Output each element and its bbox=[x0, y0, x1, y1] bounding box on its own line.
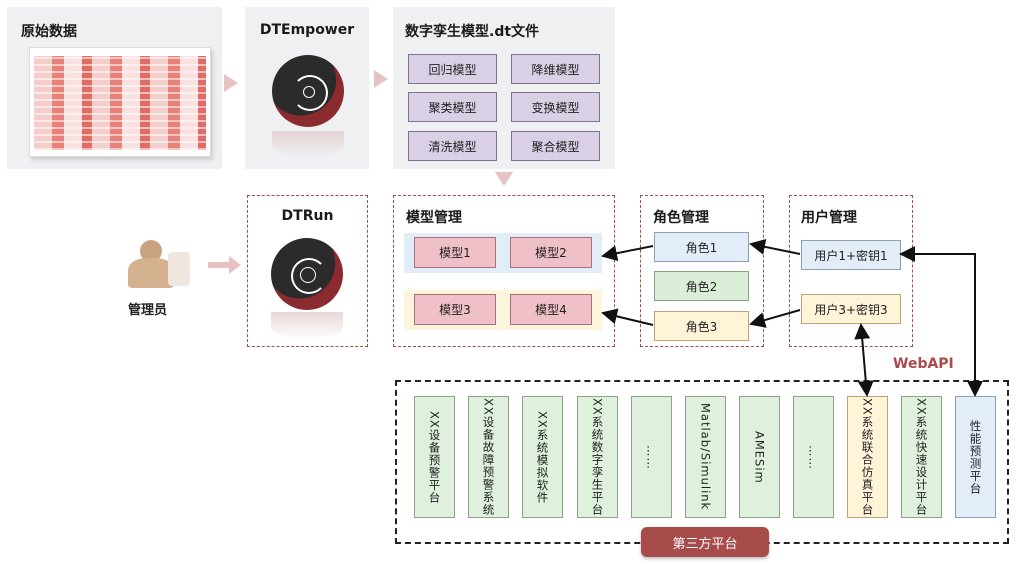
role-2: 角色2 bbox=[654, 271, 749, 301]
model-cleaning: 清洗模型 bbox=[408, 131, 497, 161]
user-3-key-3: 用户3+密钥3 bbox=[801, 294, 901, 324]
admin-figure bbox=[122, 240, 192, 290]
dtempower-logo-reflection bbox=[272, 131, 344, 157]
dtrun-title: DTRun bbox=[281, 208, 334, 224]
model-2: 模型2 bbox=[510, 237, 592, 268]
dt-files-title: 数字孪生模型.dt文件 bbox=[405, 24, 540, 40]
arrow-admin-to-dtrun bbox=[208, 262, 230, 268]
user-mgmt-panel: 用户管理 用户1+密钥1 用户3+密钥3 bbox=[789, 195, 913, 347]
role-1: 角色1 bbox=[654, 232, 749, 262]
webapi-label: WebAPI bbox=[893, 356, 954, 372]
platform-ellipsis-1: …… bbox=[631, 396, 672, 518]
role-mgmt-panel: 角色管理 角色1 角色2 角色3 bbox=[640, 195, 764, 347]
platform-amesim: AMESim bbox=[739, 396, 780, 518]
arrow-raw-to-dtempower bbox=[224, 74, 238, 92]
raw-data-title: 原始数据 bbox=[21, 24, 77, 40]
platform-matlab-simulink: Matlab/Simulink bbox=[685, 396, 726, 518]
dt-files-panel: 数字孪生模型.dt文件 回归模型 降维模型 聚类模型 变换模型 清洗模型 聚合模… bbox=[393, 7, 615, 169]
model-dimension-reduction: 降维模型 bbox=[511, 54, 600, 84]
model-1: 模型1 bbox=[414, 237, 496, 268]
model-group-2: 模型3 模型4 bbox=[404, 290, 602, 330]
role-3: 角色3 bbox=[654, 311, 749, 341]
dtrun-logo bbox=[271, 238, 343, 310]
model-aggregation: 聚合模型 bbox=[511, 131, 600, 161]
user-mgmt-title: 用户管理 bbox=[801, 210, 857, 226]
platform-device-fault-warning: XX设备故障预警系统 bbox=[468, 396, 509, 518]
platform-joint-simulation: XX系统联合仿真平台 bbox=[847, 396, 888, 518]
platform-device-warning: XX设备预警平台 bbox=[414, 396, 455, 518]
arrow-dtempower-to-dtfiles bbox=[374, 70, 388, 88]
model-3: 模型3 bbox=[414, 294, 496, 325]
platform-performance-prediction: 性能预测平台 bbox=[955, 396, 996, 518]
arrow-admin-to-dtrun-head bbox=[229, 256, 241, 274]
dtrun-panel: DTRun bbox=[247, 195, 368, 347]
model-4: 模型4 bbox=[510, 294, 592, 325]
admin-label: 管理员 bbox=[128, 303, 168, 318]
user-1-key-1: 用户1+密钥1 bbox=[801, 240, 901, 270]
raw-data-panel: 原始数据 bbox=[7, 7, 222, 169]
raw-data-table-image bbox=[29, 47, 211, 157]
model-clustering: 聚类模型 bbox=[408, 92, 497, 122]
platform-system-digital-twin: XX系统数字孪生平台 bbox=[577, 396, 618, 518]
dtempower-logo bbox=[272, 55, 344, 127]
role-mgmt-title: 角色管理 bbox=[653, 210, 709, 226]
dtrun-logo-reflection bbox=[271, 312, 343, 340]
platform-system-simulation: XX系统模拟软件 bbox=[522, 396, 563, 518]
model-group-1: 模型1 模型2 bbox=[404, 233, 602, 273]
arrow-dtfiles-to-model-mgmt bbox=[495, 172, 513, 186]
model-transform: 变换模型 bbox=[511, 92, 600, 122]
third-party-label: 第三方平台 bbox=[641, 527, 769, 557]
platform-rapid-design: XX系统快速设计平台 bbox=[901, 396, 942, 518]
dtempower-panel: DTEmpower bbox=[245, 7, 369, 169]
model-mgmt-title: 模型管理 bbox=[406, 210, 462, 226]
dtempower-title: DTEmpower bbox=[259, 22, 355, 38]
model-mgmt-panel: 模型管理 模型1 模型2 模型3 模型4 bbox=[393, 195, 615, 347]
model-regression: 回归模型 bbox=[408, 54, 497, 84]
platform-ellipsis-2: …… bbox=[793, 396, 834, 518]
